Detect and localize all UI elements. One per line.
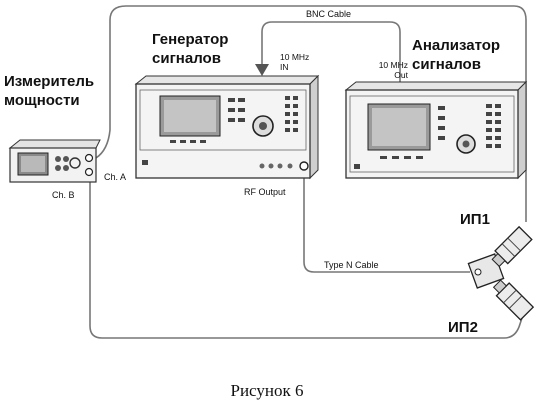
ch-a-label: Ch. A — [104, 172, 126, 182]
cable-bnc — [261, 21, 401, 84]
label-line: Анализатор — [412, 37, 500, 54]
label-line: 10 MHz — [379, 60, 408, 70]
sensor-1-label: ИП1 — [460, 211, 490, 228]
analyzer-label: Анализатор сигналов — [412, 37, 500, 73]
label-line: Измеритель — [4, 73, 94, 90]
cable-power-meter-top-loop — [95, 5, 527, 222]
label-line: Генератор — [152, 31, 228, 48]
figure-caption: Рисунок 6 — [231, 381, 304, 400]
sensor-1 — [491, 225, 533, 268]
signal-analyzer-device — [344, 80, 528, 180]
label-line: сигналов — [412, 56, 481, 73]
cable-ch-b — [89, 182, 525, 339]
sensor-2 — [492, 279, 534, 321]
generator-label: Генератор сигналов — [152, 31, 228, 67]
ch-b-label: Ch. B — [52, 190, 75, 200]
type-n-cable-label: Type N Cable — [324, 260, 379, 270]
power-meter-label: Измеритель мощности — [4, 73, 94, 109]
power-meter-device — [8, 139, 101, 183]
signal-generator-device — [134, 74, 320, 180]
sensor-2-label: ИП2 — [448, 319, 478, 336]
bnc-cable-label: BNC Cable — [306, 9, 351, 19]
cable-type-n — [303, 176, 470, 273]
rf-output-label: RF Output — [244, 187, 286, 197]
label-line: сигналов — [152, 50, 221, 67]
bnc-arrow-icon — [255, 64, 269, 76]
rf-output-connector-icon — [299, 161, 309, 171]
label-line: IN — [280, 62, 289, 72]
label-line: Out — [394, 70, 408, 80]
label-line: 10 MHz — [280, 52, 309, 62]
label-line: мощности — [4, 92, 80, 109]
